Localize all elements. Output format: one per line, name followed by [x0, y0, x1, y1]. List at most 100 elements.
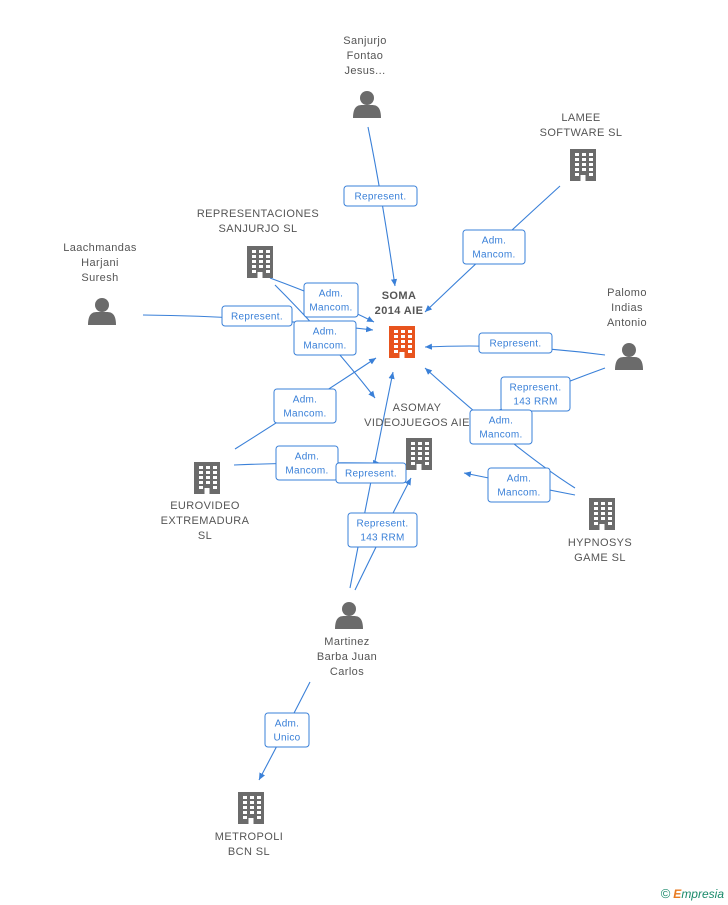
edge-label-text: Adm. — [313, 327, 338, 338]
node-label: EXTREMADURA — [161, 515, 250, 527]
edge-label-text: Mancom. — [472, 250, 515, 261]
person-icon — [335, 602, 363, 629]
building-icon — [194, 462, 220, 494]
node-label: Carlos — [330, 666, 364, 678]
empresia-watermark: ©Empresia — [661, 886, 724, 901]
node-label: METROPOLI — [215, 831, 283, 843]
edge-label: Adm. Mancom. — [303, 282, 359, 318]
building-icon — [589, 498, 615, 530]
node-label: Harjani — [81, 257, 119, 269]
edge-label: Adm. Mancom. — [293, 320, 357, 356]
node-label: Jesus... — [344, 65, 385, 77]
copyright-symbol: © — [660, 886, 671, 901]
edge-label-text: Mancom. — [309, 303, 352, 314]
edge-label-text: Mancom. — [283, 409, 326, 420]
edge-label-text: Mancom. — [479, 430, 522, 441]
node-label: Fontao — [347, 50, 384, 62]
node-label: SANJURJO SL — [219, 223, 298, 235]
person-icon — [88, 298, 116, 325]
node-label: Laachmandas — [63, 242, 137, 254]
edge-label: Adm. Mancom. — [462, 229, 526, 265]
edge-label-text: Represent. — [345, 469, 397, 480]
building-icon — [570, 149, 596, 181]
node-label: EUROVIDEO — [170, 500, 240, 512]
edge-label-text: Adm. — [275, 719, 300, 730]
node-eurovideo[interactable]: EUROVIDEO EXTREMADURA SL — [161, 462, 250, 542]
edge-label-text: Represent. — [355, 192, 407, 203]
edge-label-text: 143 RRM — [360, 533, 404, 544]
edge-label-text: Mancom. — [285, 466, 328, 477]
edge-label-box — [478, 332, 553, 354]
edge-label-text: Unico — [273, 733, 300, 744]
building-icon — [389, 326, 415, 358]
node-sanjurjo[interactable]: SanjurjoFontaoJesus... — [343, 35, 387, 118]
edge-label: Adm. Mancom. — [275, 445, 339, 481]
node-label: Martinez — [324, 636, 369, 648]
edge-label-text: Represent. — [510, 383, 562, 394]
edge-label-box — [303, 282, 359, 318]
node-asomay[interactable]: ASOMAY VIDEOJUEGOS AIE — [364, 402, 470, 470]
node-label: Indias — [611, 302, 643, 314]
node-representaciones[interactable]: REPRESENTACIONES SANJURJO SL — [197, 208, 319, 278]
node-label: ASOMAY — [393, 402, 442, 414]
node-label: VIDEOJUEGOS AIE — [364, 417, 470, 429]
building-icon — [238, 792, 264, 824]
edge-label: Represent. — [343, 185, 418, 207]
node-label: GAME SL — [574, 552, 626, 564]
edge-label-text: Adm. — [507, 474, 532, 485]
watermark-brand-initial: E — [673, 887, 682, 901]
edge-label: Represent. — [221, 305, 293, 327]
edge-label-box — [462, 229, 526, 265]
edge-label: Adm. Unico — [264, 712, 310, 748]
person-icon — [353, 91, 381, 118]
node-label: SOFTWARE SL — [540, 127, 623, 139]
edge-label-box — [500, 376, 571, 412]
node-label: BCN SL — [228, 846, 270, 858]
edge-label-text: Represent. — [231, 312, 283, 323]
edge-label-box — [343, 185, 418, 207]
edge-label-box — [293, 320, 357, 356]
node-label: Antonio — [607, 317, 647, 329]
edge-label: Represent. 143 RRM — [500, 376, 571, 412]
node-label: SL — [198, 530, 212, 542]
node-metropoli[interactable]: METROPOLI BCN SL — [215, 792, 283, 858]
edge-label-text: Represent. — [490, 339, 542, 350]
edge-label: Represent. — [335, 462, 407, 484]
edge-label-text: Adm. — [482, 236, 507, 247]
node-label: LAMEE — [561, 112, 600, 124]
edge-label: Adm.Mancom. — [273, 388, 337, 424]
edge-label-box — [347, 512, 418, 548]
node-label: Barba Juan — [317, 651, 377, 663]
edge-label-box — [487, 467, 551, 503]
edge-label-box — [469, 409, 533, 445]
edge-label: Adm. Mancom. — [469, 409, 533, 445]
edge-label-text: Adm. — [489, 416, 514, 427]
edge-label-text: 143 RRM — [513, 397, 557, 408]
node-label: Palomo — [607, 287, 647, 299]
node-label: 2014 AIE — [375, 305, 424, 317]
node-label: HYPNOSYS — [568, 537, 632, 549]
edge-label-box — [264, 712, 310, 748]
edge-label-text: Adm. — [319, 289, 344, 300]
edge-label-box — [221, 305, 293, 327]
edge-label-text: Adm. — [295, 452, 320, 463]
edge-label-text: Represent. — [357, 519, 409, 530]
node-label: Sanjurjo — [343, 35, 387, 47]
node-hypnosys[interactable]: HYPNOSYS GAME SL — [568, 498, 632, 564]
building-icon — [406, 438, 432, 470]
node-label: SOMA — [382, 290, 417, 302]
node-label: Suresh — [81, 272, 118, 284]
person-icon — [615, 343, 643, 370]
edge-label-box — [273, 388, 337, 424]
edge-label-text: Mancom. — [497, 488, 540, 499]
node-lamee[interactable]: LAMEE SOFTWARE SL — [540, 112, 623, 181]
edge-label-text: Mancom. — [303, 341, 346, 352]
node-label: REPRESENTACIONES — [197, 208, 319, 220]
edge-label: Represent. — [478, 332, 553, 354]
node-soma[interactable]: SOMA 2014 AIE — [375, 290, 424, 358]
edge-label: Represent. 143 RRM — [347, 512, 418, 548]
